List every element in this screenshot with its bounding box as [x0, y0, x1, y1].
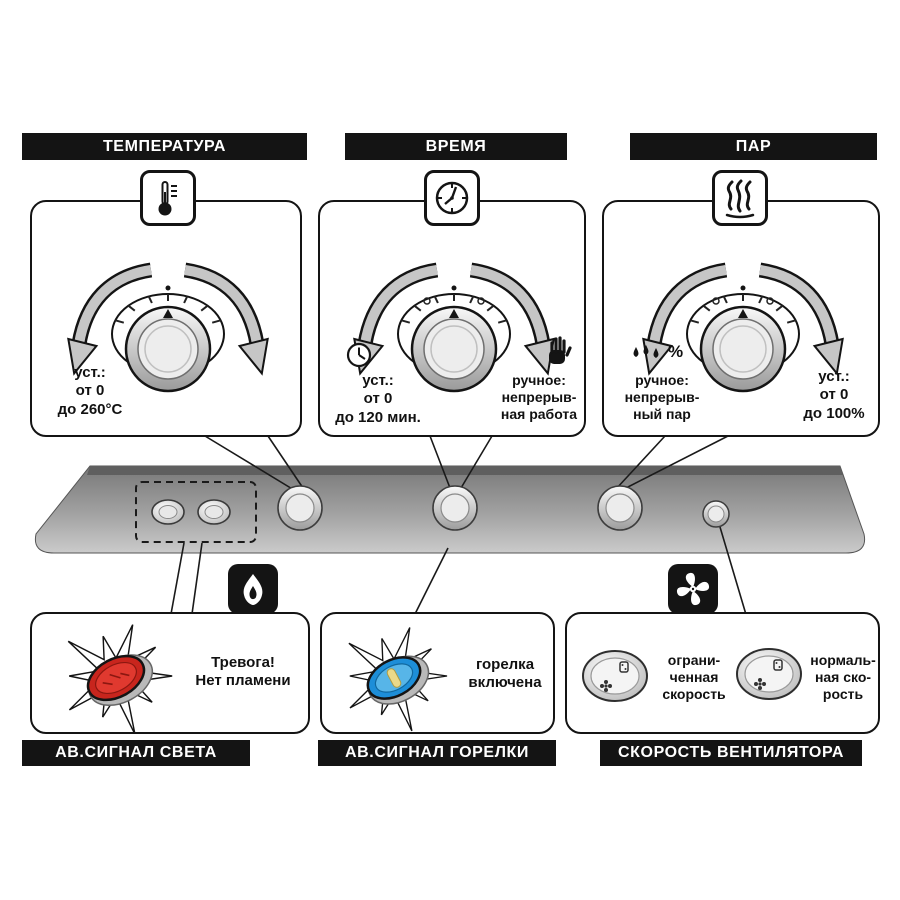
fan-limited-speed-button[interactable] — [577, 646, 653, 708]
temperature-header: ТЕМПЕРАТУРА — [22, 133, 307, 160]
fan-iconbox — [668, 564, 718, 614]
time-setting-label: уст.: от 0 до 120 мин. — [335, 372, 421, 426]
fan-speed-button[interactable] — [702, 500, 730, 528]
red-alarm-lamp — [86, 654, 154, 707]
temperature-knob[interactable] — [277, 485, 323, 531]
light-alarm-panel: Тревога! Нет пламени — [30, 612, 310, 734]
time-knob-illustration — [353, 262, 555, 393]
fan-speed-panel: ограни- ченная скорость нормаль- ная ско… — [565, 612, 880, 734]
steam-header: ПАР — [630, 133, 877, 160]
thermometer-icon — [158, 181, 177, 216]
indicator-lights-group — [135, 481, 257, 543]
burner-alarm-text: горелка включена — [468, 656, 542, 692]
fan-normal-speed-label: нормаль- ная ско- рость — [810, 652, 876, 703]
steam-knob[interactable] — [597, 485, 643, 531]
burner-alarm-starburst — [348, 627, 448, 732]
burner-alarm-lamp — [197, 499, 231, 525]
fan-icon — [676, 572, 710, 606]
flame-icon — [243, 574, 263, 605]
light-alarm-header: АВ.СИГНАЛ СВЕТА — [22, 740, 250, 766]
time-panel: уст.: от 0 до 120 мин. ручное: непрерыв-… — [318, 200, 586, 437]
flame-iconbox — [228, 564, 278, 614]
fan-normal-speed-button[interactable] — [731, 644, 807, 706]
time-header: ВРЕМЯ — [345, 133, 567, 160]
temperature-setting-label: уст.: от 0 до 260°C — [57, 364, 123, 418]
clock-icon — [435, 181, 469, 215]
burner-alarm-panel: горелка включена — [320, 612, 555, 734]
clock-iconbox — [424, 170, 480, 226]
connector-lines — [170, 435, 751, 629]
water-drops-icon — [633, 345, 659, 358]
steam-percent-symbol: % — [668, 342, 684, 361]
steam-panel: % ручное: непрерыв- ный пар уст.: от 0 д… — [602, 200, 880, 437]
fan-speed-header: СКОРОСТЬ ВЕНТИЛЯТОРА — [600, 740, 862, 766]
light-alarm-lamp — [151, 499, 185, 525]
thermometer-iconbox — [140, 170, 196, 226]
steam-iconbox — [712, 170, 768, 226]
steam-manual-label: ручное: непрерыв- ный пар — [624, 372, 700, 423]
blue-burner-lamp — [366, 655, 430, 705]
burner-alarm-header: АВ.СИГНАЛ ГОРЕЛКИ — [318, 740, 556, 766]
clock-small-icon — [346, 342, 372, 368]
light-alarm-starburst — [67, 624, 173, 734]
time-knob[interactable] — [432, 485, 478, 531]
time-manual-label: ручное: непрерыв- ная работа — [500, 372, 578, 423]
steam-knob-illustration — [642, 262, 844, 393]
temperature-knob-illustration — [67, 262, 269, 393]
steam-puff-icon — [725, 179, 755, 219]
temperature-panel: уст.: от 0 до 260°C — [30, 200, 302, 437]
steam-setting-label: уст.: от 0 до 100% — [803, 368, 865, 422]
light-alarm-text: Тревога! Нет пламени — [195, 654, 291, 690]
hand-icon — [549, 336, 572, 364]
fan-limited-speed-label: ограни- ченная скорость — [662, 652, 726, 703]
